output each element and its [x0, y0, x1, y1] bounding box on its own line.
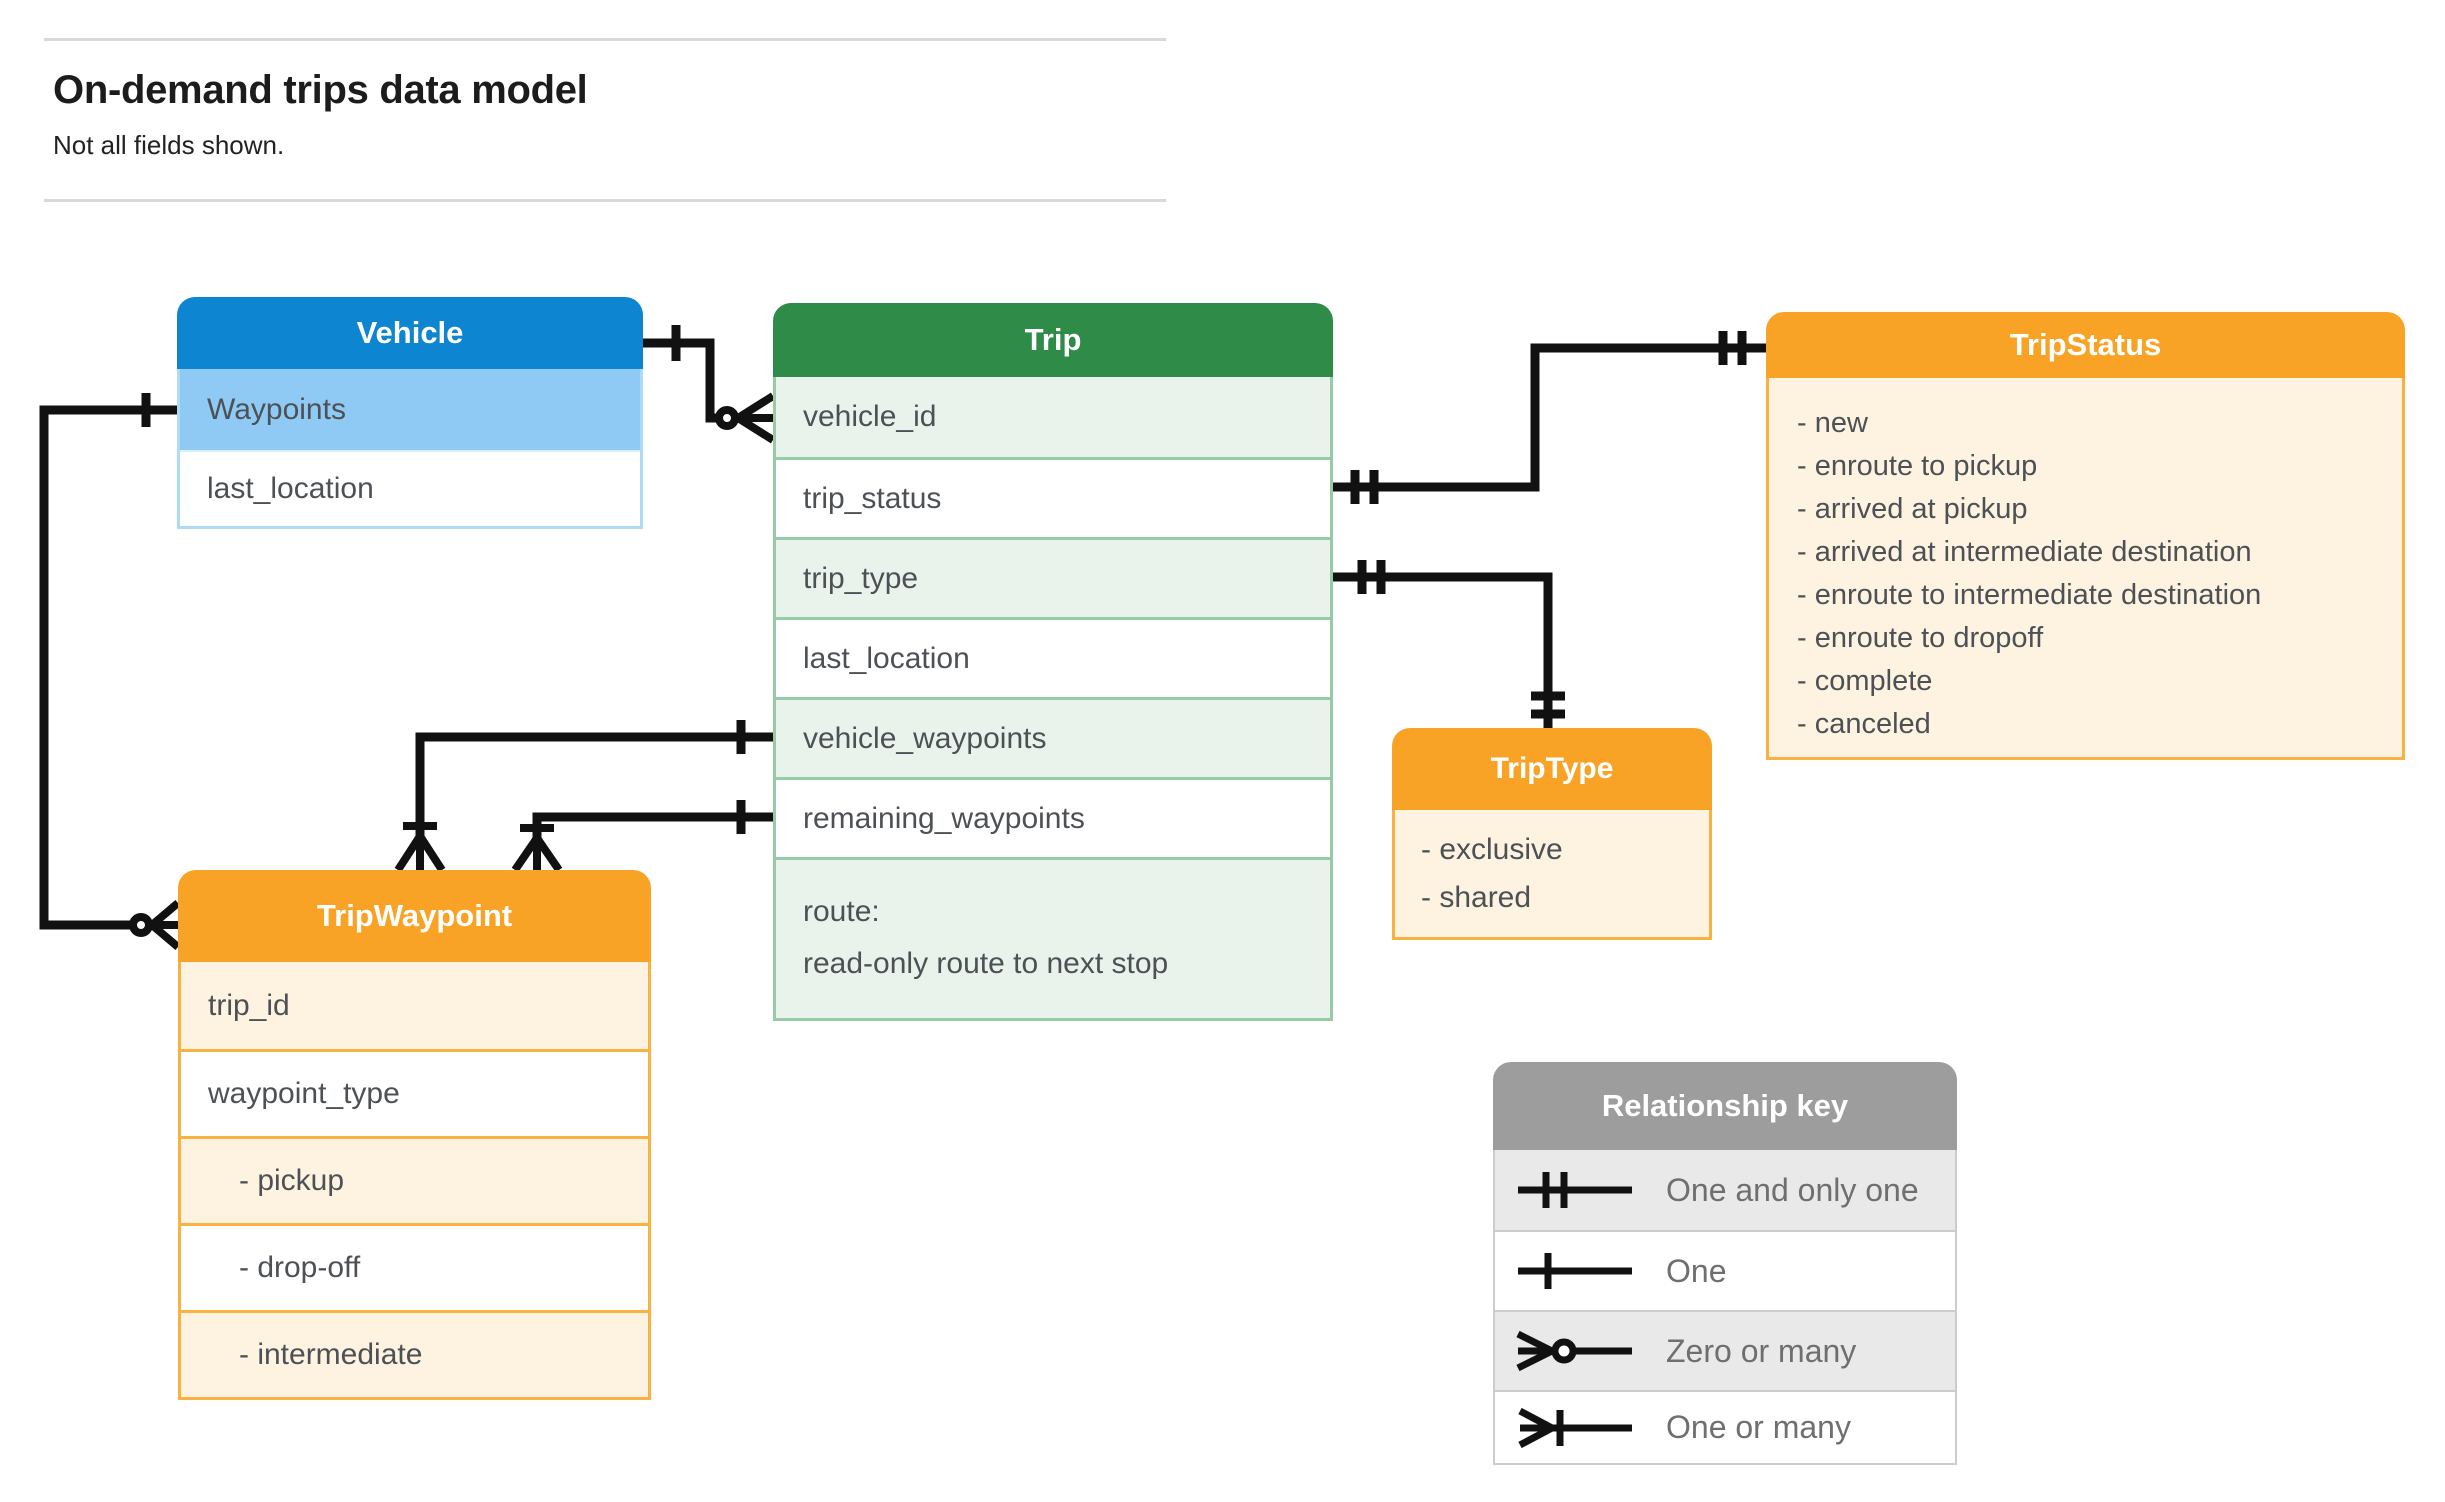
page-title: On-demand trips data model: [53, 68, 588, 112]
waypoints-to-tripwaypoint-connector: [39, 393, 181, 951]
legend-label: One or many: [1666, 1409, 1851, 1445]
tripwaypoint-field-trip-id: trip_id: [181, 962, 648, 1049]
tripstatus-value-complete: - complete: [1797, 665, 1933, 697]
tripstatus-value-arrived-at-pickup: - arrived at pickup: [1797, 493, 2028, 525]
trip-field-trip-status: trip_status: [776, 457, 1330, 537]
trip-field-last-location: last_location: [776, 617, 1330, 697]
relationship-key-title: Relationship key: [1493, 1062, 1957, 1150]
page-subtitle: Not all fields shown.: [53, 130, 285, 160]
legend-row-one-and-only-one: One and only one: [1495, 1150, 1955, 1230]
entity-vehicle: Vehicle Waypoints last_location: [177, 297, 643, 529]
tripwaypoint-value-pickup: - pickup: [181, 1136, 648, 1223]
trip-field-remaining-waypoints: remaining_waypoints: [776, 777, 1330, 857]
entity-trip-title: Trip: [773, 303, 1333, 377]
trip-status-to-tripstatus-connector: [1333, 331, 1766, 504]
trip-type-to-triptype-connector: [1333, 560, 1565, 728]
triptype-value-exclusive: - exclusive: [1421, 833, 1563, 866]
entity-vehicle-title: Vehicle: [177, 297, 643, 369]
title-divider: [44, 199, 1166, 202]
vehicle-field-last-location: last_location: [180, 450, 640, 526]
vehicle-waypoints-to-tripwaypoint-connector: [394, 720, 773, 873]
tripstatus-value-enroute-to-intermediate: - enroute to intermediate destination: [1797, 579, 2262, 611]
trip-field-vehicle-waypoints: vehicle_waypoints: [776, 697, 1330, 777]
remaining-waypoints-to-tripwaypoint-connector: [511, 800, 773, 873]
entity-trip: Trip vehicle_id trip_status trip_type la…: [773, 303, 1333, 1021]
tripwaypoint-field-waypoint-type: waypoint_type: [181, 1049, 648, 1136]
entity-triptype: TripType - exclusive - shared: [1392, 728, 1712, 940]
trip-route-description: read-only route to next stop: [803, 947, 1169, 980]
one-and-only-one-icon: [1518, 1172, 1632, 1208]
trip-route-label: route:: [803, 895, 880, 928]
tripwaypoint-value-drop-off: - drop-off: [181, 1223, 648, 1310]
one-icon: [1518, 1253, 1632, 1289]
one-or-many-icon: [1518, 1407, 1632, 1448]
vehicle-field-waypoints: Waypoints: [180, 369, 640, 450]
legend-label: One: [1666, 1252, 1727, 1289]
tripstatus-value-canceled: - canceled: [1797, 708, 1931, 740]
top-divider: [44, 38, 1166, 41]
tripwaypoint-value-intermediate: - intermediate: [181, 1310, 648, 1397]
legend-row-zero-or-many: Zero or many: [1495, 1310, 1955, 1390]
relationship-key: Relationship key One and only one One: [1493, 1062, 1957, 1465]
legend-row-one: One: [1495, 1230, 1955, 1310]
entity-tripwaypoint: TripWaypoint trip_id waypoint_type - pic…: [178, 870, 651, 1400]
triptype-value-shared: - shared: [1421, 881, 1532, 914]
entity-tripwaypoint-title: TripWaypoint: [178, 870, 651, 962]
legend-row-one-or-many: One or many: [1495, 1390, 1955, 1463]
trip-field-route: route: read-only route to next stop: [776, 857, 1330, 1018]
trip-field-vehicle-id: vehicle_id: [776, 377, 1330, 457]
zero-or-many-icon: [1516, 1330, 1632, 1372]
entity-tripstatus-title: TripStatus: [1766, 312, 2405, 378]
entity-triptype-title: TripType: [1392, 728, 1712, 810]
legend-label: Zero or many: [1666, 1332, 1857, 1369]
vehicle-to-trip-connector: [643, 325, 776, 444]
trip-field-trip-type: trip_type: [776, 537, 1330, 617]
tripstatus-value-arrived-at-intermediate: - arrived at intermediate destination: [1797, 536, 2252, 568]
tripstatus-value-enroute-to-pickup: - enroute to pickup: [1797, 450, 2038, 482]
entity-tripstatus: TripStatus - new - enroute to pickup - a…: [1766, 312, 2405, 760]
tripstatus-value-enroute-to-dropoff: - enroute to dropoff: [1797, 622, 2044, 654]
tripstatus-value-new: - new: [1797, 407, 1868, 439]
legend-label: One and only one: [1666, 1171, 1919, 1208]
